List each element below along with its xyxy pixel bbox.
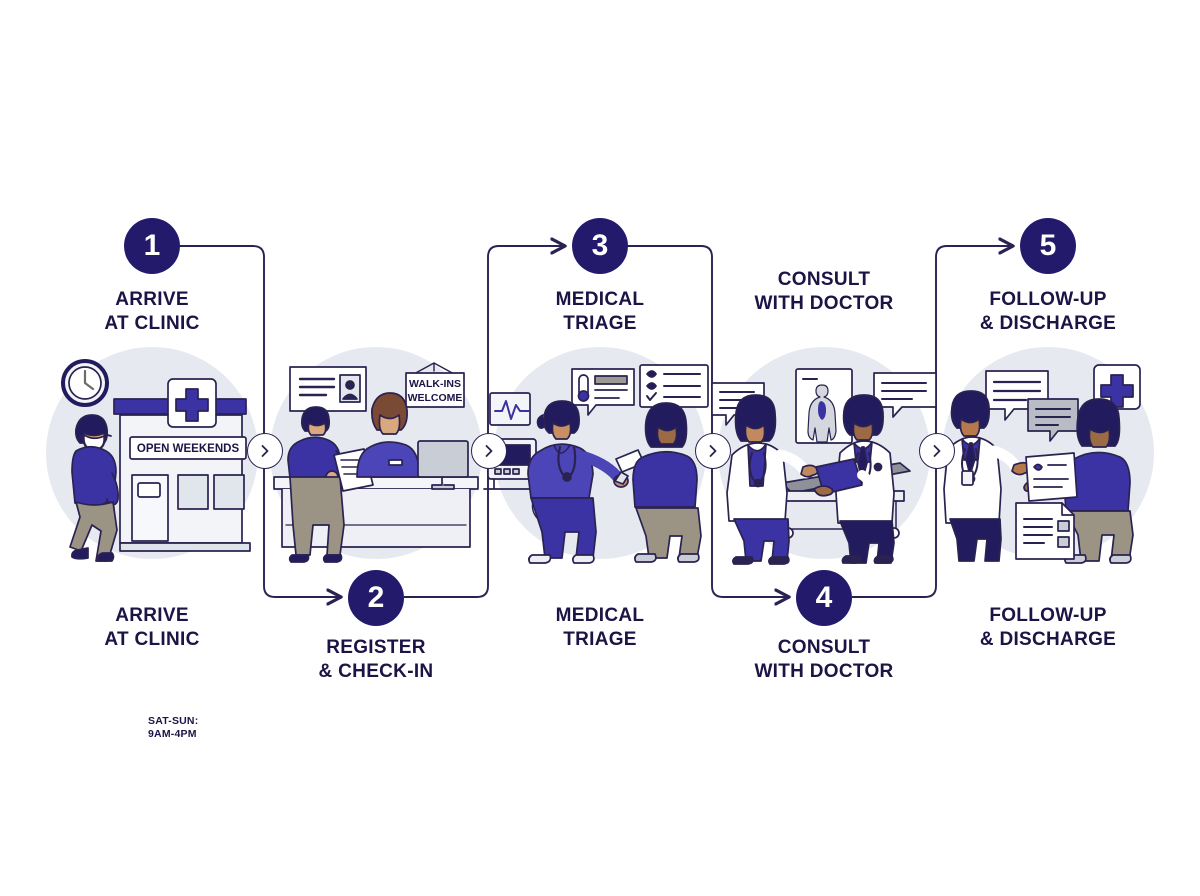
step-title-4-repeat-line1: CONSULT	[777, 637, 871, 658]
chevron-right-icon	[933, 445, 941, 457]
step-title-1-line1: ARRIVE	[115, 289, 189, 310]
chevron-connector-1-2[interactable]	[247, 433, 283, 469]
step-title-2-line1: REGISTER	[326, 637, 426, 658]
step-title-5-repeat: FOLLOW-UP & DISCHARGE	[920, 604, 1176, 653]
step-number-badge-3: 3	[572, 218, 628, 274]
step-title-3-line1: MEDICAL	[555, 289, 645, 310]
illustration-clinic-exterior: OPEN WEEKENDS	[61, 359, 251, 562]
scene-consult-with-doctor	[704, 347, 944, 565]
step-title-4: CONSULT WITH DOCTOR	[696, 268, 952, 317]
step-number-2: 2	[367, 581, 385, 614]
scene-arrive-at-clinic: OPEN WEEKENDS SAT-SUN: 9AM-4PM	[32, 347, 272, 740]
illustration-doctor-consult	[711, 368, 937, 565]
step-number-badge-4: 4	[796, 570, 852, 626]
step-title-3-repeat: MEDICAL TRIAGE	[472, 604, 728, 653]
step-title-1-repeat-line1: ARRIVE	[115, 605, 189, 626]
clinic-hours-line1: SAT-SUN:	[148, 715, 199, 727]
step-title-5-line1: FOLLOW-UP	[989, 289, 1107, 310]
step-title-4-line2: WITH DOCTOR	[754, 293, 894, 315]
clinic-hours-caption: SAT-SUN: 9AM-4PM	[148, 715, 238, 741]
storefront-banner-text: OPEN WEEKENDS	[137, 443, 240, 455]
step-title-2: REGISTER & CHECK-IN	[248, 636, 504, 685]
step-title-1-repeat-line2: AT CLINIC	[104, 629, 200, 651]
scene-medical-triage	[480, 347, 720, 565]
illustration-triage-nurse	[483, 364, 709, 564]
step-title-4-repeat-line2: WITH DOCTOR	[754, 661, 894, 683]
step-title-3-repeat-line1: MEDICAL	[555, 605, 645, 626]
step-title-5-repeat-line1: FOLLOW-UP	[989, 605, 1107, 626]
scene-register-and-check-in: WALK-INS WELCOME	[256, 347, 496, 565]
step-title-2-line2: & CHECK-IN	[318, 661, 434, 683]
step-title-3: MEDICAL TRIAGE	[472, 288, 728, 337]
chevron-right-icon	[709, 445, 717, 457]
step-title-5-repeat-line2: & DISCHARGE	[979, 629, 1117, 651]
scene-follow-up-and-discharge	[928, 347, 1168, 565]
step-number-badge-2: 2	[348, 570, 404, 626]
step-number-1: 1	[143, 229, 161, 262]
step-title-3-repeat-line2: TRIAGE	[563, 629, 637, 651]
step-title-1-line2: AT CLINIC	[104, 313, 200, 335]
chevron-connector-3-4[interactable]	[695, 433, 731, 469]
step-title-5-line2: & DISCHARGE	[979, 313, 1117, 335]
step-number-5: 5	[1039, 229, 1057, 262]
step-title-4-line1: CONSULT	[777, 269, 871, 290]
step-title-1-repeat: ARRIVE AT CLINIC	[24, 604, 280, 653]
step-number-4: 4	[815, 581, 833, 614]
step-number-3: 3	[591, 229, 609, 262]
walk-ins-sign-line1: WALK-INS	[409, 378, 461, 390]
step-number-badge-1: 1	[124, 218, 180, 274]
step-title-5: FOLLOW-UP & DISCHARGE	[920, 288, 1176, 337]
walk-ins-sign-line2: WELCOME	[408, 392, 463, 404]
illustration-discharge-paperwork	[943, 364, 1141, 564]
chevron-right-icon	[485, 445, 493, 457]
step-title-1: ARRIVE AT CLINIC	[24, 288, 280, 337]
illustration-reception-desk: WALK-INS WELCOME	[273, 362, 479, 563]
chevron-right-icon	[261, 445, 269, 457]
clinic-hours-line2: 9AM-4PM	[148, 728, 197, 741]
chevron-connector-2-3[interactable]	[471, 433, 507, 469]
chevron-connector-4-5[interactable]	[919, 433, 955, 469]
step-number-badge-5: 5	[1020, 218, 1076, 274]
step-title-4-repeat: CONSULT WITH DOCTOR	[696, 636, 952, 685]
step-title-3-line2: TRIAGE	[563, 313, 637, 335]
